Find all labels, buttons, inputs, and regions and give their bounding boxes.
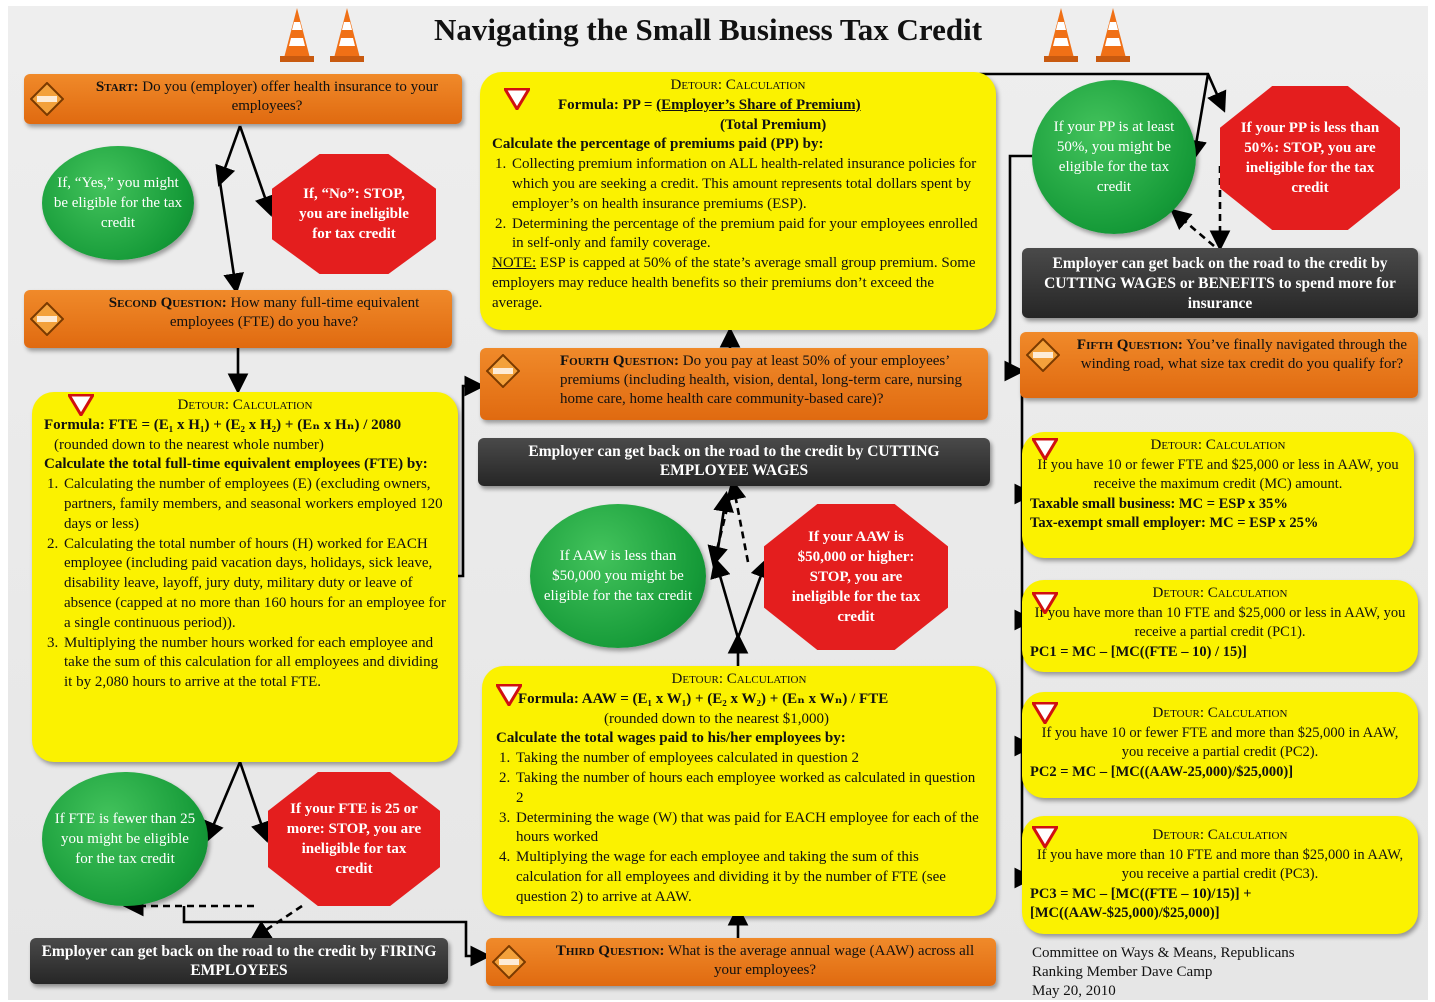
attribution-committee: Committee on Ways & Means, Republicans (1032, 945, 1295, 961)
pp-yes-circle: If your PP is at least 50%, you might be… (1032, 80, 1196, 234)
detour-sign-icon (30, 302, 64, 336)
q3-text: What is the average annual wage (AAW) ac… (667, 943, 975, 978)
aaw-step: Taking the number of employees calculate… (514, 749, 982, 769)
pp-formula: Formula: PP = (Employer’s Share of Premi… (558, 96, 861, 113)
page-title: Navigating the Small Business Tax Credit (433, 12, 983, 47)
q2-label: Second Question (108, 295, 222, 311)
pp-note: NOTE: ESP is capped at 50% of the state’… (492, 255, 976, 311)
yield-triangle-icon (68, 394, 94, 416)
credit-box-max: Detour: Calculation If you have 10 or fe… (1022, 432, 1414, 558)
q4-text: Do you pay at least 50% of your employee… (560, 353, 962, 407)
aaw-lead: Calculate the total wages paid to his/he… (496, 730, 846, 747)
q5-text: You’ve finally navigated through the win… (1080, 337, 1408, 372)
credit-box-header: Detour: Calculation (1152, 827, 1288, 843)
pp-road-back-box: Employer can get back on the road to the… (1022, 248, 1418, 318)
pp-detour-header: Detour: Calculation (670, 77, 806, 93)
pp-no-stop-sign: If your PP is less than 50%: STOP, you a… (1220, 86, 1400, 230)
start-no-stop-sign: If, “No”: STOP, you are ineligible for t… (272, 154, 436, 274)
q3-label: Third Question (555, 943, 660, 959)
aaw-road-back-box: Employer can get back on the road to the… (478, 438, 990, 486)
attribution-date: May 20, 2010 (1032, 983, 1116, 999)
credit-box-text: If you have more than 10 FTE and more th… (1036, 846, 1404, 883)
credit-box-formula: PC2 = MC – [MC((AAW-25,000)/$25,000)] (1030, 763, 1294, 780)
aaw-step: Multiplying the wage for each employee a… (514, 848, 982, 907)
yield-triangle-icon (1032, 702, 1058, 724)
yield-triangle-icon (1032, 438, 1058, 460)
detour-sign-icon (486, 354, 520, 388)
aaw-step: Determining the wage (W) that was paid f… (514, 809, 982, 849)
traffic-cone-icon (1044, 8, 1078, 62)
aaw-detour-header: Detour: Calculation (671, 671, 807, 687)
pp-formula-denominator: (Total Premium) (720, 116, 827, 133)
aaw-step: Taking the number of hours each employee… (514, 769, 982, 809)
aaw-no-stop-sign: If your AAW is $50,000 or higher: STOP, … (764, 504, 948, 650)
credit-box-formula: PC3 = MC – [MC((FTE – 10)/15)] + [MC((AA… (1030, 885, 1252, 922)
yield-triangle-icon (1032, 826, 1058, 848)
yield-triangle-icon (504, 88, 530, 110)
start-label: Start (95, 79, 134, 95)
fte-no-stop-sign: If your FTE is 25 or more: STOP, you are… (268, 772, 440, 906)
aaw-yes-circle: If AAW is less than $50,000 you might be… (530, 504, 706, 648)
pp-steps: Collecting premium information on ALL he… (492, 155, 984, 254)
detour-sign-icon (492, 945, 526, 979)
fte-step: Calculating the number of employees (E) … (62, 475, 446, 534)
fte-calculation-box: Detour: Calculation Formula: FTE = (E₁ x… (32, 392, 458, 762)
traffic-cone-icon (330, 8, 364, 62)
attribution-member: Ranking Member Dave Camp (1032, 964, 1213, 980)
pp-step: Collecting premium information on ALL he… (510, 155, 984, 214)
second-question-box: Second Question: How many full-time equi… (24, 290, 452, 348)
credit-box-formula: Taxable small business: MC = ESP x 35% (1030, 495, 1288, 512)
credit-box-formula: PC1 = MC – [MC((FTE – 10) / 15)] (1030, 643, 1247, 660)
start-text: Do you (employer) offer health insurance… (142, 79, 439, 114)
credit-box-text: If you have 10 or fewer FTE and more tha… (1041, 724, 1399, 761)
pp-step: Determining the percentage of the premiu… (510, 215, 984, 255)
fte-steps: Calculating the number of employees (E) … (44, 475, 446, 693)
credit-box-pc1: Detour: Calculation If you have more tha… (1022, 580, 1418, 672)
aaw-rounding: (rounded down to the nearest $1,000) (604, 710, 829, 727)
traffic-cone-icon (280, 8, 314, 62)
fte-step: Calculating the total number of hours (H… (62, 535, 446, 634)
traffic-cone-icon (1096, 8, 1130, 62)
start-question-box: Start: Do you (employer) offer health in… (24, 74, 462, 124)
aaw-calculation-box: Detour: Calculation Formula: AAW = (E₁ x… (482, 666, 996, 916)
fte-lead: Calculate the total full-time equivalent… (44, 456, 428, 473)
q2-text: How many full-time equivalent employees … (169, 295, 420, 330)
yield-triangle-icon (1032, 592, 1058, 614)
aaw-steps: Taking the number of employees calculate… (496, 749, 982, 907)
fte-road-back-box: Employer can get back on the road to the… (30, 938, 448, 984)
credit-box-header: Detour: Calculation (1152, 585, 1288, 601)
detour-sign-icon (30, 82, 64, 116)
flowchart-canvas: Navigating the Small Business Tax Credit… (8, 6, 1428, 1000)
third-question-box: Third Question: What is the average annu… (486, 938, 996, 986)
attribution: Committee on Ways & Means, Republicans R… (1032, 944, 1402, 1000)
fifth-question-box: Fifth Question: You’ve finally navigated… (1020, 332, 1418, 398)
credit-box-text: If you have more than 10 FTE and $25,000… (1034, 604, 1406, 641)
q4-label: Fourth Question (560, 353, 675, 369)
fourth-question-box: Fourth Question: Do you pay at least 50%… (480, 348, 988, 420)
credit-box-header: Detour: Calculation (1152, 705, 1288, 721)
fte-formula: Formula: FTE = (E₁ x H₁) + (E₂ x H₂) + (… (44, 416, 402, 433)
credit-box-pc2: Detour: Calculation If you have 10 or fe… (1022, 692, 1418, 798)
detour-sign-icon (1026, 338, 1060, 372)
credit-box-text: If you have 10 or fewer FTE and $25,000 … (1037, 456, 1399, 493)
premium-calculation-box: Detour: Calculation Formula: PP = (Emplo… (480, 72, 996, 330)
credit-box-formula: Tax-exempt small employer: MC = ESP x 25… (1030, 515, 1319, 531)
aaw-formula: Formula: AAW = (E₁ x W₁) + (E₂ x W₂) + (… (518, 690, 889, 707)
fte-detour-header: Detour: Calculation (177, 397, 313, 413)
credit-box-header: Detour: Calculation (1150, 437, 1286, 453)
start-yes-circle: If, “Yes,” you might be eligible for the… (42, 146, 194, 260)
pp-lead: Calculate the percentage of premiums pai… (492, 136, 824, 153)
fte-step: Multiplying the number hours worked for … (62, 634, 446, 693)
fte-rounding: (rounded down to the nearest whole numbe… (54, 436, 324, 453)
yield-triangle-icon (496, 684, 522, 706)
credit-box-pc3: Detour: Calculation If you have more tha… (1022, 816, 1418, 934)
fte-yes-circle: If FTE is fewer than 25 you might be eli… (42, 772, 208, 906)
q5-label: Fifth Question (1076, 337, 1178, 353)
